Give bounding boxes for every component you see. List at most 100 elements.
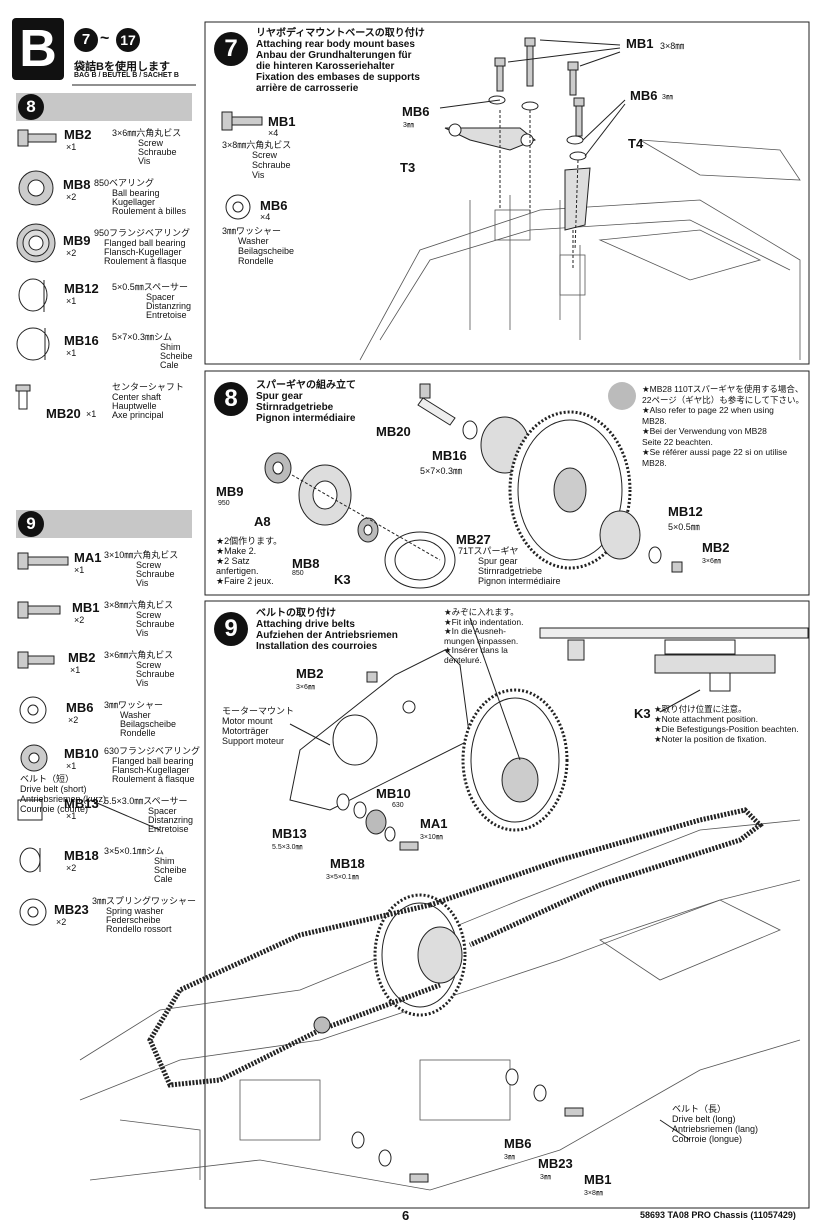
part-desc-en: Washer (120, 710, 151, 720)
part-qty: ×2 (66, 192, 77, 202)
part-code: MB18 (64, 848, 99, 863)
part-desc-fr: Vis (136, 678, 149, 688)
part-desc-jp: センターシャフト (112, 382, 184, 392)
part-desc-de: Federscheibe (106, 915, 161, 925)
title-de: Stirnradgetriebe (256, 402, 334, 413)
part-qty: ×2 (66, 863, 77, 873)
part-desc-de: Scheibe (154, 865, 187, 875)
note-line: ★Also refer to page 22 when using (642, 405, 774, 415)
desc-de: Schraube (252, 160, 291, 170)
step7-mb6-qty: ×4 (260, 212, 271, 222)
note-line: ★Faire 2 jeux. (216, 576, 274, 586)
label-mb2-size: 3×6㎜ (296, 684, 315, 691)
step7-mb6-desc: 3㎜ワッシャー Washer Beilagscheibe Rondelle (222, 226, 294, 266)
title-fr: Fixation des embases de supports (256, 72, 420, 83)
part-desc-fr: Vis (136, 578, 149, 588)
callout-mb6b: MB6 (630, 88, 658, 103)
note-line: ★Bei der Verwendung von MB28 (642, 426, 767, 436)
desc-de: Beilagscheibe (238, 246, 295, 256)
part-desc-jp: 3×10㎜六角丸ビス (104, 550, 179, 560)
part-qty: ×1 (86, 409, 97, 419)
part-qty: ×2 (66, 248, 77, 258)
label-de: Motorträger (222, 726, 269, 736)
part-qty: ×1 (74, 565, 85, 575)
desc-fr: Pignon intermédiaire (478, 576, 561, 586)
note-line: ★Se référer aussi page 22 si on utilise (642, 447, 788, 457)
part-qty: ×1 (66, 811, 77, 821)
part-desc-de: Scheibe (160, 351, 193, 361)
part-code: MB1 (72, 600, 100, 615)
desc-fr: Vis (252, 170, 265, 180)
label-mb1: MB1 (584, 1172, 612, 1187)
part-qty: ×2 (74, 615, 85, 625)
part-code: MB10 (64, 746, 99, 761)
label-ma1-size: 3×10㎜ (420, 834, 443, 841)
part-desc-de: Distanzring (148, 815, 194, 825)
desc-jp: 71Tスパーギヤ (458, 546, 519, 556)
label-mb13-size: 5.5×3.0㎜ (272, 844, 303, 851)
part-desc-fr: Cale (154, 874, 173, 884)
part-desc-de: Flansch-Kugellager (104, 247, 182, 257)
part-desc-fr: Rondelle (120, 728, 156, 738)
note-line: ★Note attachment position. (654, 714, 759, 724)
part-desc-jp: 5.5×3.0㎜スペーサー (104, 796, 188, 806)
part-desc-en: Shim (160, 342, 181, 352)
title-en: Attaching drive belts (256, 619, 355, 630)
part-desc-jp: 3×6㎜六角丸ビス (104, 650, 174, 660)
part-desc-en: Screw (136, 660, 162, 670)
label-mb1-size: 3×8㎜ (584, 1190, 603, 1197)
sidebar-step9-badge: 9 (18, 511, 44, 537)
label-jp: モーターマウント (222, 706, 295, 716)
sidebar-step8-badge: 8 (18, 94, 44, 120)
part-desc-jp: 3㎜スプリングワッシャー (92, 896, 197, 906)
sidebar-step9-bar (16, 510, 192, 538)
part-desc-de: Schraube (138, 147, 177, 157)
part-desc-fr: Roulement à flasque (112, 774, 195, 784)
note-line: denteluré. (444, 654, 482, 665)
step7-badge: 7 (214, 32, 248, 66)
part-desc-en: Ball bearing (112, 188, 160, 198)
part-desc-fr: Roulement à billes (112, 206, 187, 216)
label-mb2: MB2 (296, 666, 324, 681)
part-desc-de: Schraube (136, 669, 175, 679)
part-desc-fr: Rondello rossort (106, 924, 172, 934)
part-desc-jp: 630フランジベアリング (104, 746, 201, 756)
bag-label: BAG B / BEUTEL B / SACHET B (74, 72, 179, 79)
note-line: ★みぞに入れます。 (444, 607, 519, 617)
title-de: Aufziehen der Antriebsriemen (256, 630, 398, 641)
fit-indentation-note: ★みぞに入れます。 ★Fit into indentation. ★In die… (444, 607, 523, 665)
part-desc-de: Schraube (136, 569, 175, 579)
label-mb9-size: 950 (218, 500, 230, 507)
part-code: MA1 (74, 550, 102, 565)
part-desc-jp: 3㎜ワッシャー (104, 700, 164, 710)
label-mb8: MB8 (292, 556, 320, 571)
part-desc-fr: Entretoise (146, 310, 187, 320)
title-fr: Pignon intermédiaire (256, 413, 356, 424)
part-desc-en: Flanged ball bearing (104, 238, 186, 248)
step8-mb28-note: ★MB28 110Tスパーギヤを使用する場合、 22ページ（ギヤ比）も参考にして… (642, 384, 804, 468)
part-desc-en: Screw (136, 560, 162, 570)
label-mb20: MB20 (376, 424, 411, 439)
part-desc-fr: Cale (160, 360, 179, 370)
part-desc-jp: 5×7×0.3㎜シム (112, 332, 173, 342)
step-from-badge: 7 (74, 28, 98, 52)
note-line: ★Die Befestigungs-Position beachten. (654, 724, 799, 734)
part-qty: ×1 (66, 348, 77, 358)
part-qty: ×2 (68, 715, 79, 725)
label-mb23: MB23 (538, 1156, 573, 1171)
part-code: MB9 (63, 233, 91, 248)
label-mb18-size: 3×5×0.1㎜ (326, 874, 359, 881)
part-code: MB2 (68, 650, 96, 665)
title-de: Anbau der Grundhalterungen für (256, 50, 412, 61)
label-fr: Courroie (courte) (20, 804, 89, 814)
step7-mb1-desc: 3×8㎜六角丸ビス Screw Schraube Vis (222, 140, 291, 180)
desc-de: Stirnradgetriebe (478, 566, 543, 576)
part-desc-en: Spacer (146, 292, 175, 302)
part-desc-en: Spacer (148, 806, 177, 816)
part-qty: ×2 (56, 917, 67, 927)
part-desc-en: Center shaft (112, 392, 162, 402)
desc-en: Spur gear (478, 556, 518, 566)
note-line: ★2個作ります。 (216, 536, 283, 546)
label-a8: A8 (254, 514, 271, 529)
